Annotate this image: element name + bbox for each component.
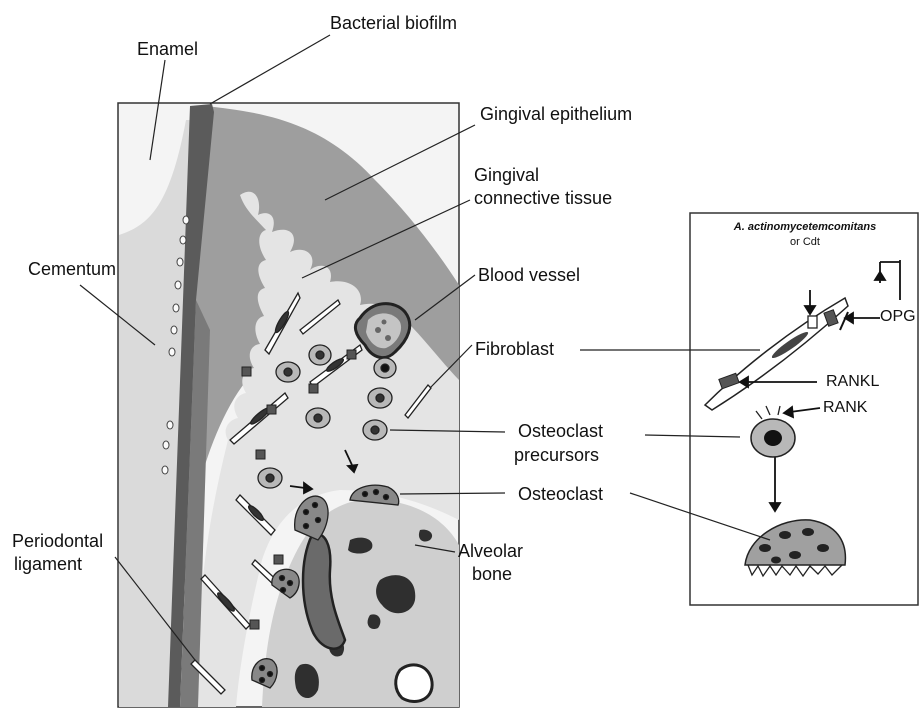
label-cementum: Cementum: [28, 258, 116, 280]
inset-receptor: [808, 316, 817, 328]
label-blood-vessel: Blood vessel: [478, 264, 580, 286]
label-alveolar-bone-line2: bone: [472, 563, 512, 585]
label-alveolar-bone-line1: Alveolar: [458, 540, 523, 562]
label-enamel: Enamel: [137, 38, 198, 60]
label-bacterial-biofilm: Bacterial biofilm: [330, 12, 457, 34]
label-fibroblast: Fibroblast: [475, 338, 554, 360]
inset-label-rank: RANK: [823, 398, 867, 418]
tissue-cross-section: [118, 103, 459, 707]
label-osteoclast-precursors-line2: precursors: [514, 444, 599, 466]
label-osteoclast: Osteoclast: [518, 483, 603, 505]
label-gingival-connective-tissue-line2: connective tissue: [474, 187, 612, 209]
label-periodontal-ligament-line1: Periodontal: [12, 530, 103, 552]
label-osteoclast-precursors-line1: Osteoclast: [518, 420, 603, 442]
inset-label-rankl: RANKL: [826, 372, 879, 392]
inset-label-opg: OPG: [880, 307, 916, 327]
label-gingival-epithelium: Gingival epithelium: [480, 103, 632, 125]
label-periodontal-ligament-line2: ligament: [14, 553, 82, 575]
inset-title-line2: or Cdt: [700, 236, 910, 249]
label-gingival-connective-tissue-line1: Gingival: [474, 164, 539, 186]
inset-title-line1: A. actinomycetemcomitans: [700, 221, 910, 234]
inset-title-pathogen: A. actinomycetemcomitans: [734, 221, 876, 233]
